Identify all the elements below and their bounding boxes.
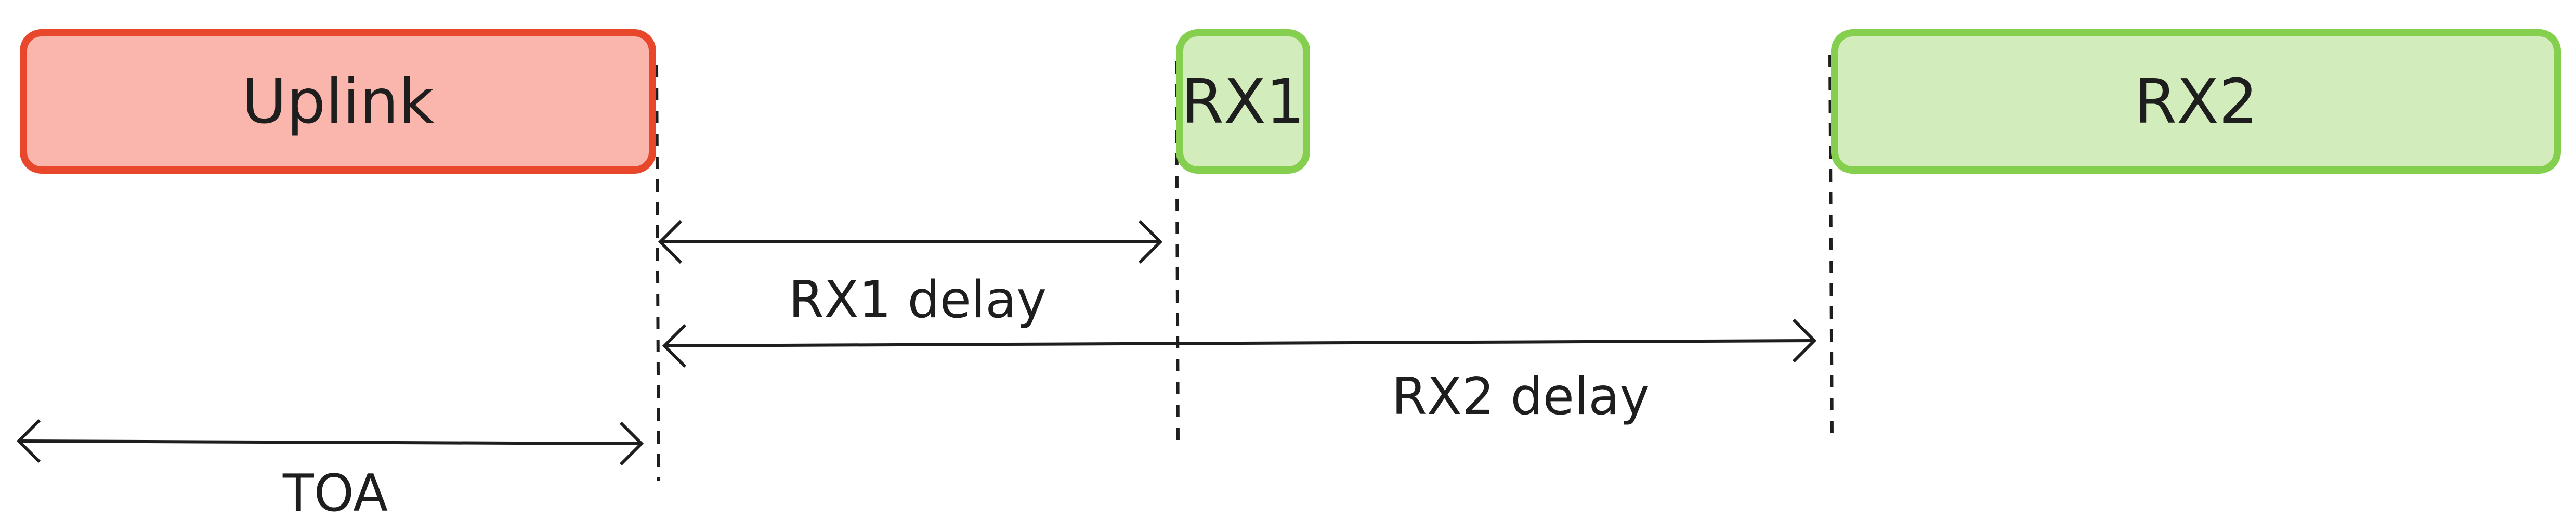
rx1-window-box: RX1 xyxy=(1176,29,1310,174)
uplink-label: Uplink xyxy=(242,66,434,137)
uplink-end-dashed-line xyxy=(655,64,660,482)
uplink-window-box: Uplink xyxy=(20,29,656,174)
rx2-label: RX2 xyxy=(2134,66,2258,137)
rx1-delay-label: RX1 delay xyxy=(788,270,1047,330)
rx1-delay-arrow xyxy=(658,219,1163,264)
rx1-label: RX1 xyxy=(1181,66,1305,137)
rx2-delay-arrow xyxy=(662,318,1817,368)
rx2-start-dashed-line xyxy=(1828,54,1834,438)
toa-label: TOA xyxy=(282,464,388,523)
rx1-start-dashed-line xyxy=(1175,61,1180,445)
rx2-window-box: RX2 xyxy=(1831,29,2561,174)
toa-arrow xyxy=(16,419,644,466)
rx2-delay-label: RX2 delay xyxy=(1391,367,1650,426)
